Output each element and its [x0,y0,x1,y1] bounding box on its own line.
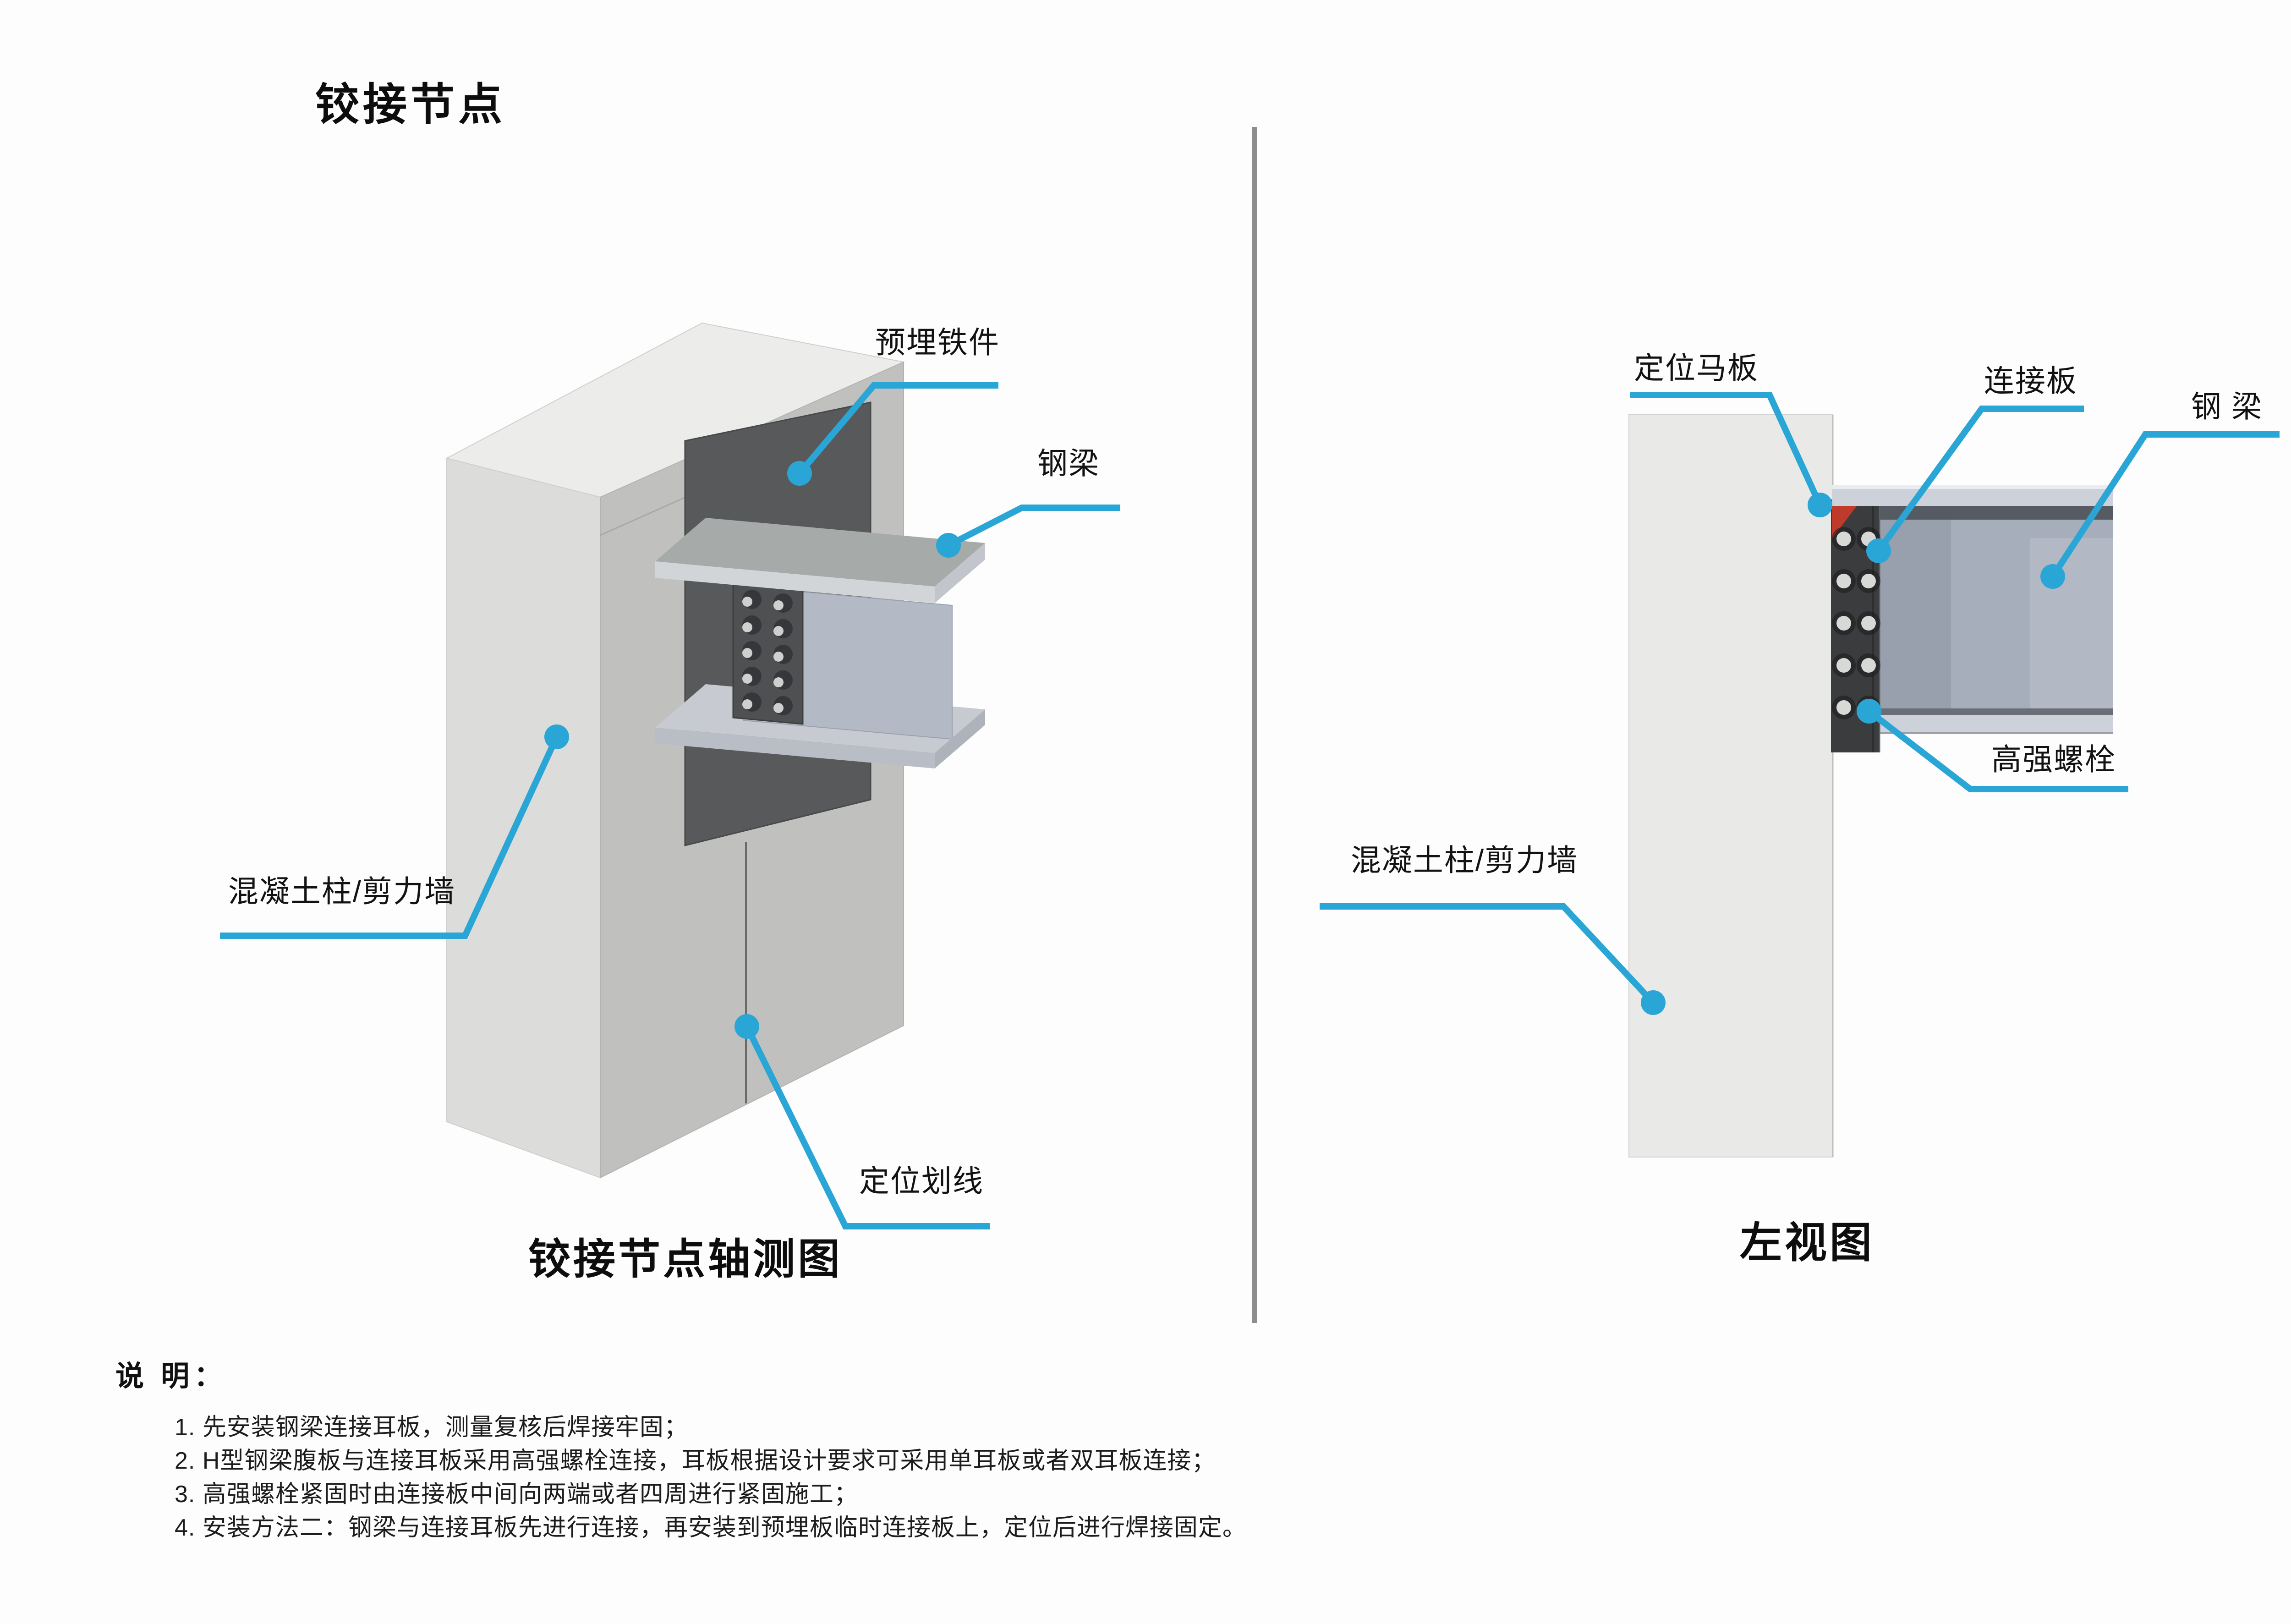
beam-bottom-flange-side [1873,715,2113,733]
leader-steel-beam-right [2050,431,2280,578]
leader-dot [787,461,812,486]
bolt [1832,569,1856,593]
beam-top-flange-top [655,518,985,587]
label-connecting-plate: 连接板 [1984,364,2077,398]
leader-dot [1866,538,1891,563]
leader-connecting-plate [1876,406,2084,553]
bolt [773,645,793,664]
bolt [742,590,762,609]
label-embedded-plate: 预埋铁件 [875,325,1000,359]
leader-dots [544,461,2065,1039]
beam-web-highlight [2030,538,2113,708]
bolt [1832,527,1856,551]
label-steel-beam-right: 钢 梁 [2191,390,2263,423]
bolt [1832,611,1856,635]
beam-top-flange-end [935,543,985,603]
leader-dot [734,1014,759,1039]
bolt-group [742,590,793,715]
bolt [1857,611,1880,635]
leader-embedded-plate [797,382,998,476]
bolt [773,670,793,690]
divider-line [1252,127,1257,1323]
page-title: 铰接节点 [315,80,506,129]
bolt [742,692,762,712]
column-front-face [446,457,601,1179]
leader-lines [220,382,2280,1229]
leader-high-strength-bolts [1867,708,2128,792]
label-steel-beam-left: 钢梁 [1037,446,1100,480]
label-positioning-plate: 定位马板 [1634,351,1759,385]
beam-bottom-flange-front [655,728,935,768]
bolt [742,667,762,686]
notes-heading: 说 明： [115,1361,227,1392]
wall [1628,414,1833,1158]
axonometric-view [445,322,985,1179]
beam-flange-shadow-bottom [1873,708,2113,715]
label-concrete-wall-right: 混凝土柱/剪力墙 [1350,843,1578,877]
leader-steel-beam-left [947,505,1120,549]
leader-dot [1641,990,1666,1015]
leader-dot [936,533,961,558]
beam-top-flange-highlight [1832,485,2113,489]
bolt [1832,696,1856,719]
bolt [773,619,793,638]
label-concrete-wall-left: 混凝土柱/剪力墙 [228,874,456,908]
leader-concrete-wall-right [1320,903,1656,1005]
notes-section: 说 明： 1. 先安装钢梁连接耳板，测量复核后焊接牢固； 2. H型钢梁腹板与连… [115,1353,1246,1541]
bolt [742,615,762,635]
label-high-strength-bolts: 高强螺栓 [1991,742,2116,776]
leader-dot [544,724,569,749]
leader-dot [1857,699,1881,724]
beam-top-flange-front [655,561,935,603]
side-view [1628,414,2113,1158]
beam-bottom-flange-end [935,709,985,768]
bolt [1832,653,1856,677]
note-item-1: 1. 先安装钢梁连接耳板，测量复核后焊接牢固； [175,1414,688,1441]
leader-dot [2040,564,2065,589]
label-positioning-line: 定位划线 [859,1164,984,1198]
note-item-3: 3. 高强螺栓紧固时由连接板中间向两端或者四周进行紧固施工； [175,1481,858,1508]
bolt [742,641,762,660]
leader-concrete-wall-left [220,735,560,939]
leader-positioning-line [744,1025,990,1229]
bolt [1857,653,1880,677]
bolt [773,593,793,613]
caption-axonometric-view: 铰接节点轴测图 [528,1236,843,1283]
note-item-2: 2. H型钢梁腹板与连接耳板采用高强螺栓连接，耳板根据设计要求可采用单耳板或者双… [175,1448,1216,1474]
bolt [773,696,793,715]
leader-dot [1808,493,1832,517]
bolt [1857,569,1880,593]
note-item-4: 4. 安装方法二：钢梁与连接耳板先进行连接，再安装到预埋板临时连接板上，定位后进… [175,1514,1247,1541]
leader-positioning-plate [1630,392,1823,506]
caption-side-view: 左视图 [1739,1219,1875,1267]
